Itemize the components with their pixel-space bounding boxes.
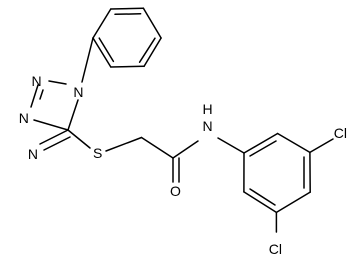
atom-label-nh-h: H <box>203 101 213 117</box>
atom-label-o: O <box>170 183 181 199</box>
atom-label-cl-top: Cl <box>334 125 347 141</box>
tetrazole-ring <box>31 38 93 150</box>
atom-label-s: S <box>93 145 102 161</box>
atom-label-n4: N <box>28 146 38 162</box>
atom-label-n2: N <box>32 73 42 89</box>
phenyl-ring <box>93 8 161 67</box>
atom-label-nh-n: N <box>203 118 213 134</box>
atom-label-n1: N <box>73 84 83 100</box>
atom-label-cl-bottom: Cl <box>269 241 282 257</box>
dichlorophenyl-ring <box>244 134 333 233</box>
atom-label-n3: N <box>19 110 29 126</box>
